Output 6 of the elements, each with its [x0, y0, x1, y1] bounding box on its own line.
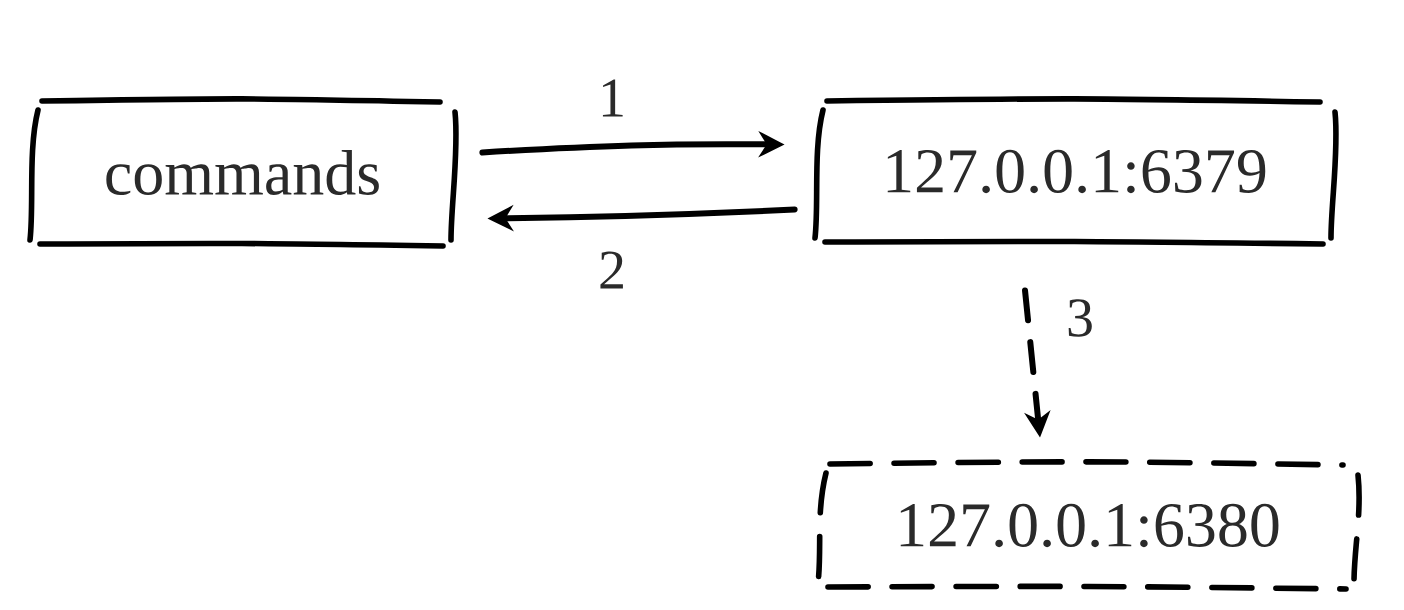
process-box: commands — [27, 96, 459, 249]
edge-label: 1 — [594, 75, 630, 121]
edge-label: 2 — [594, 247, 630, 293]
edge-label: 3 — [1062, 295, 1098, 341]
process-box: 127.0.0.1:6379 — [812, 96, 1339, 247]
dashed-box: 127.0.0.1:6380 — [815, 459, 1362, 592]
